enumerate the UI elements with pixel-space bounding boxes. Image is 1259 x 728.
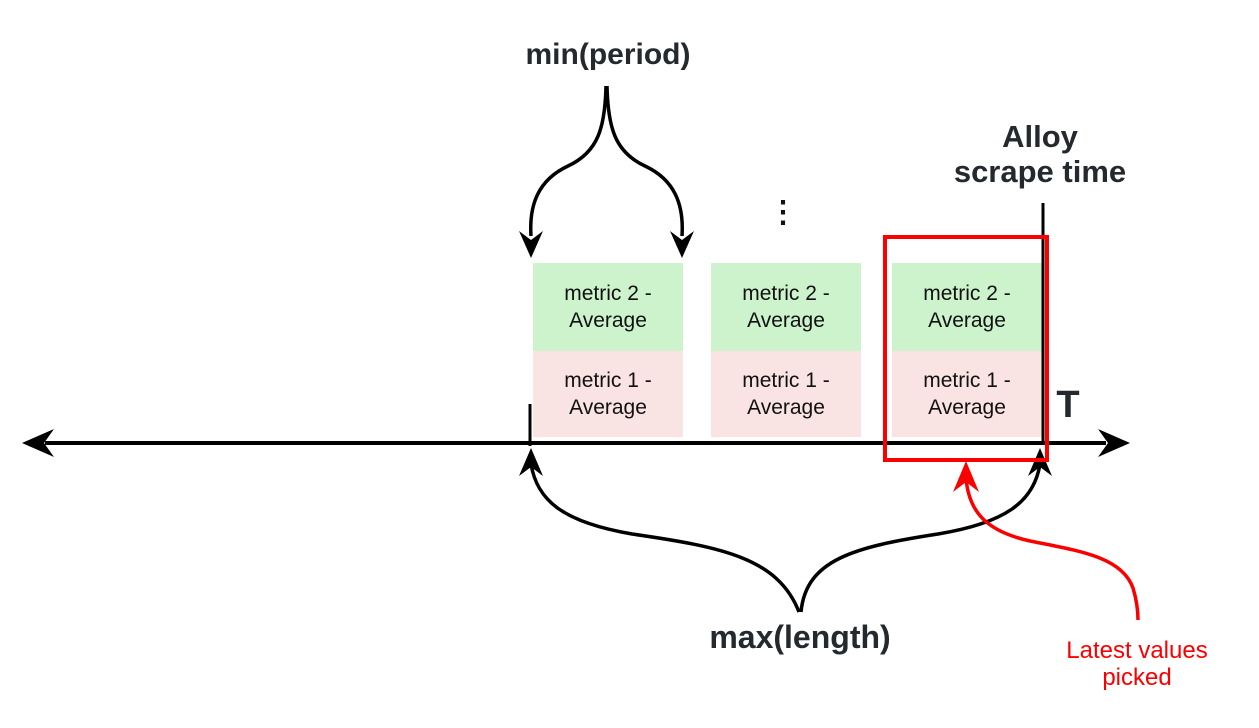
metric1-average-box: metric 1 - Average: [892, 351, 1042, 437]
axis-t-label: T: [1056, 384, 1080, 426]
latest-values-arrowhead-icon: [953, 461, 979, 492]
max-length-arrow-left-icon: [519, 448, 543, 476]
metric-group-1: metric 2 - Average metric 1 - Average: [533, 263, 683, 437]
axis-arrow-right-icon: [1098, 429, 1130, 457]
max-length-brace: [519, 448, 1052, 613]
max-length-label: max(length): [709, 619, 891, 655]
min-period-brace: [519, 85, 694, 258]
metric-group-3: metric 2 - Average metric 1 - Average: [892, 263, 1042, 437]
min-period-label: min(period): [525, 38, 691, 71]
metric1-average-box: metric 1 - Average: [711, 351, 861, 437]
metric2-average-label: metric 2 - Average: [564, 281, 652, 332]
metric2-average-box: metric 2 - Average: [533, 263, 683, 351]
min-period-arrow-right-icon: [670, 231, 694, 258]
metric1-average-label: metric 1 - Average: [923, 368, 1011, 419]
metric2-average-label: metric 2 - Average: [923, 281, 1011, 332]
metric-group-2: metric 2 - Average metric 1 - Average: [711, 263, 861, 437]
metric2-average-label: metric 2 - Average: [742, 281, 830, 332]
metric2-average-box: metric 2 - Average: [711, 263, 861, 351]
scrape-time-label: Alloy scrape time: [953, 119, 1127, 190]
min-period-arrow-left-icon: [519, 231, 543, 258]
metric1-average-label: metric 1 - Average: [742, 368, 830, 419]
axis-arrow-left-icon: [22, 429, 54, 457]
latest-values-label: Latest values picked: [1066, 637, 1208, 692]
ellipsis-icon: ⋮: [768, 196, 798, 229]
latest-values-arrow: [953, 461, 1140, 621]
metric1-average-box: metric 1 - Average: [533, 351, 683, 437]
max-length-arrow-right-icon: [1028, 448, 1052, 476]
metric1-average-label: metric 1 - Average: [564, 368, 652, 419]
metric2-average-box: metric 2 - Average: [892, 263, 1042, 351]
